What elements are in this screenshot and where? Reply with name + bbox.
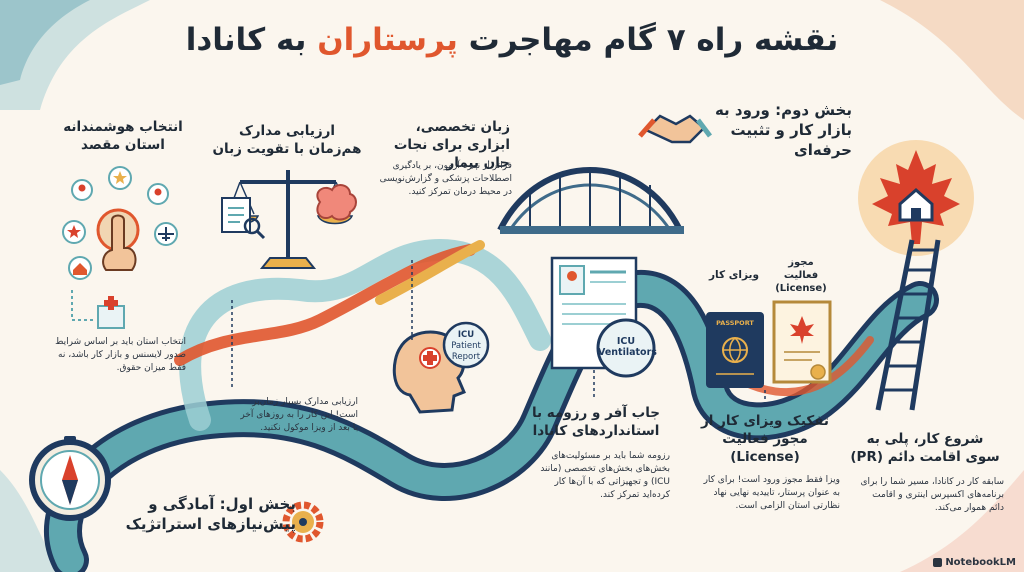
icu-ventilator-badge bbox=[596, 318, 656, 378]
step6-title: شروع کار، پلی به سوی اقامت دائم (PR) bbox=[850, 431, 1000, 465]
step3-title: زبان تخصصی، ابزاری برای نجات جان بیمار bbox=[393, 119, 510, 171]
icu-report-label: ICU Patient Report bbox=[446, 330, 486, 363]
hand-pointer-icon bbox=[102, 214, 137, 271]
step4-desc: رزومه شما باید بر مسئولیت‌های بخش‌های بخ… bbox=[540, 451, 670, 500]
brand-watermark: NotebookLM bbox=[933, 557, 1016, 568]
step1-desc: انتخاب استان باید بر اساس شرایط صدور لای… bbox=[55, 337, 186, 373]
license-line-1: مجوز bbox=[788, 257, 814, 268]
gear-icon bbox=[282, 501, 324, 543]
hospital-icon bbox=[97, 296, 125, 329]
house-icon bbox=[898, 188, 934, 222]
section-one-label: بخش اول: آمادگی و پیش‌نیازهای استراتژیک bbox=[125, 495, 296, 533]
step4-title: جاب آفر و رزومه با استانداردهای کانادا bbox=[531, 405, 661, 439]
home-node-icon bbox=[68, 256, 92, 280]
location-node-pin-2 bbox=[147, 183, 169, 205]
location-node-star-2 bbox=[62, 220, 86, 244]
handshake-icon bbox=[638, 114, 712, 144]
step6-desc: سابقه کار در کانادا، مسیر شما را برای بر… bbox=[860, 477, 1005, 513]
icu-report-bubble bbox=[442, 321, 490, 369]
location-node-pin bbox=[71, 179, 93, 201]
brain-icon bbox=[316, 184, 357, 221]
icu-vent-line-2: Ventilators bbox=[598, 347, 657, 358]
license-line-3: (License) bbox=[775, 283, 827, 294]
icu-report-line-2: Patient bbox=[451, 341, 481, 351]
title-part-3: به کانادا bbox=[185, 22, 307, 58]
page-title: نقشه راه ۷ گام مهاجرت پرستاران به کانادا bbox=[150, 22, 874, 58]
brand-text: NotebookLM bbox=[945, 557, 1016, 568]
corner-wave-bottom-left bbox=[0, 470, 60, 572]
title-part-1: نقشه راه ۷ گام مهاجرت bbox=[468, 22, 839, 58]
passport-label: PASSPORT bbox=[716, 319, 754, 327]
icu-vent-line-1: ICU bbox=[616, 336, 636, 347]
title-highlight: پرستاران bbox=[317, 22, 458, 58]
step5-desc: ویزا فقط مجوز ورود است! برای کار به عنوا… bbox=[703, 475, 840, 511]
step5-title: تفکیک ویزای کار از مجوز فعالیت (License) bbox=[700, 413, 830, 465]
certificate-icon bbox=[772, 300, 832, 384]
road-orange-ribbon bbox=[174, 244, 476, 366]
license-label: مجوز فعالیت (License) bbox=[770, 256, 832, 295]
section-two-label: بخش دوم: ورود به بازار کار و تثبیت حرفه‌… bbox=[714, 101, 852, 159]
bridge-icon bbox=[497, 167, 684, 234]
location-node-star bbox=[108, 166, 132, 190]
corner-wave-top-right bbox=[880, 0, 1024, 120]
ladder-icon bbox=[875, 239, 941, 411]
icu-report-line-1: ICU bbox=[457, 330, 475, 340]
airplane-icon bbox=[154, 222, 178, 246]
icu-report-line-3: Report bbox=[451, 352, 481, 362]
icu-vent-label: ICU Ventilators bbox=[598, 336, 657, 358]
step3-desc: فراتر از نمره آزمون، بر یادگیری اصطلاحات… bbox=[379, 161, 512, 197]
step2-desc: ارزیابی مدارک بسیار زمان‌بر است! این کار… bbox=[240, 397, 358, 433]
resume-icon bbox=[550, 256, 638, 370]
document-icon bbox=[221, 197, 266, 240]
step1-title: انتخاب هوشمندانه استان مقصد bbox=[63, 119, 183, 153]
brand-logo-icon bbox=[933, 557, 943, 567]
road-gold-ribbon bbox=[375, 240, 485, 305]
road-lane-left bbox=[179, 238, 551, 431]
corner-wave-top-left-2 bbox=[0, 0, 90, 85]
license-line-2: فعالیت bbox=[783, 270, 819, 281]
corner-wave-bottom-right bbox=[900, 470, 1024, 572]
step2-title: ارزیابی مدارک هم‌زمان با تقویت زبان bbox=[212, 123, 362, 157]
passport-icon bbox=[706, 312, 764, 388]
destination-cluster bbox=[62, 166, 178, 329]
compass-icon bbox=[29, 436, 111, 521]
work-visa-label: ویزای کار bbox=[709, 269, 759, 281]
